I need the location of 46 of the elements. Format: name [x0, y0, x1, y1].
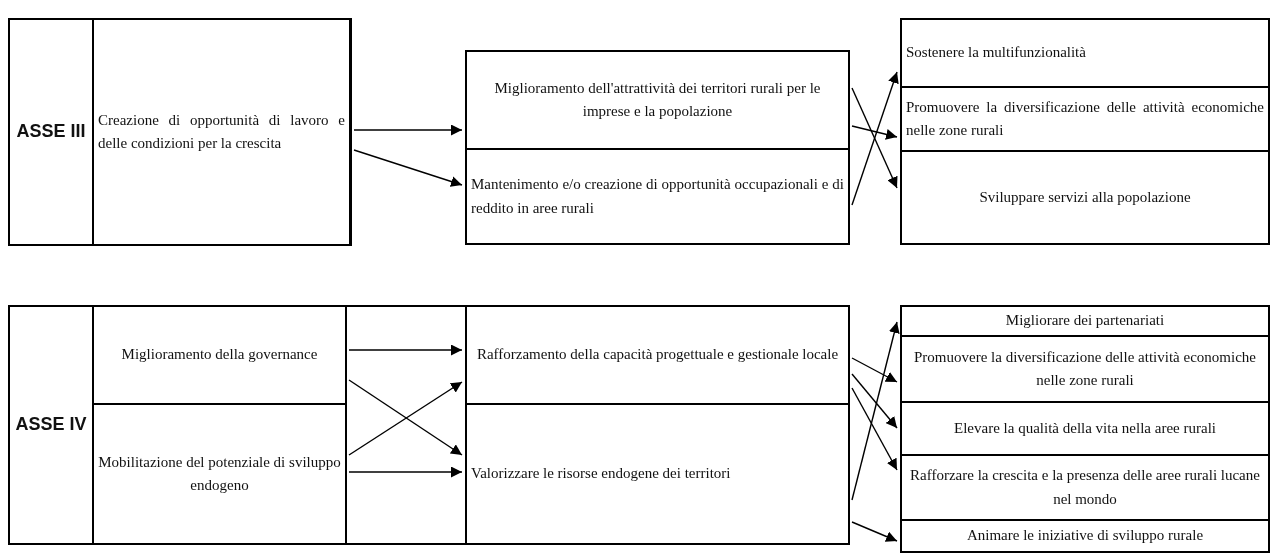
text-box — [900, 86, 1270, 152]
arrow — [348, 344, 463, 356]
axis-label: ASSE IV — [14, 413, 88, 437]
box-text: Promuovere la diversificazione delle attività economiche nelle zone rurali — [913, 347, 1257, 390]
text-box — [92, 305, 347, 405]
text-box — [900, 401, 1270, 456]
box-text: Miglioramento dell'attrattività dei territori rurali per le imprese e la popolazione — [493, 78, 822, 121]
box-text: Rafforzamento della capacità progettuale e gestionale locale — [475, 345, 840, 365]
arrow — [353, 124, 463, 136]
box-text: Migliorare dei partenariati — [1004, 311, 1166, 331]
text-box — [900, 305, 1270, 337]
text-box — [92, 403, 347, 545]
text-box — [900, 150, 1270, 245]
text-box — [465, 403, 850, 545]
arrow — [353, 149, 463, 187]
axis-label: ASSE III — [15, 120, 87, 144]
box-text: Sviluppare servizi alla popolazione — [978, 187, 1192, 207]
text-box — [465, 50, 850, 150]
box-text: Promuovere la diversificazione delle attività economiche nelle zone rurali — [906, 97, 1264, 140]
arrow — [851, 87, 898, 189]
box-text: Elevare la qualità della vita nella aree rurali — [953, 418, 1217, 438]
box-text: Valorizzare le risorse endogene dei territori — [471, 464, 732, 484]
text-box — [465, 305, 850, 405]
arrow — [851, 521, 898, 542]
text-box — [8, 18, 94, 246]
arrow — [851, 357, 898, 383]
text-box — [900, 454, 1270, 521]
text-box — [8, 305, 94, 545]
arrow — [348, 466, 463, 478]
text-box — [465, 148, 850, 245]
arrow — [851, 387, 898, 471]
text-box — [92, 18, 352, 246]
box-text: Mantenimento e/o creazione di opportunità occupazionali e di reddito in aree rurali — [471, 175, 844, 218]
box-text: Mobilitazione del potenziale di sviluppo endogeno — [98, 452, 341, 495]
box-text: Creazione di opportunità di lavoro e delle condizioni per la crescita — [98, 110, 345, 153]
box-text: Animare le iniziative di sviluppo rurale — [965, 526, 1205, 546]
arrow — [851, 321, 900, 501]
arrow — [851, 373, 898, 429]
text-box — [900, 18, 1270, 88]
text-box — [900, 335, 1270, 403]
arrow — [851, 125, 898, 140]
arrow — [851, 71, 899, 206]
text-box — [900, 519, 1270, 553]
box-text: Sostenere la multifunzionalità — [906, 43, 1087, 63]
box-text: Rafforzare la crescita e la presenza delle aree rurali lucane nel mondo — [909, 466, 1261, 509]
box-text: Miglioramento della governance — [120, 345, 319, 365]
